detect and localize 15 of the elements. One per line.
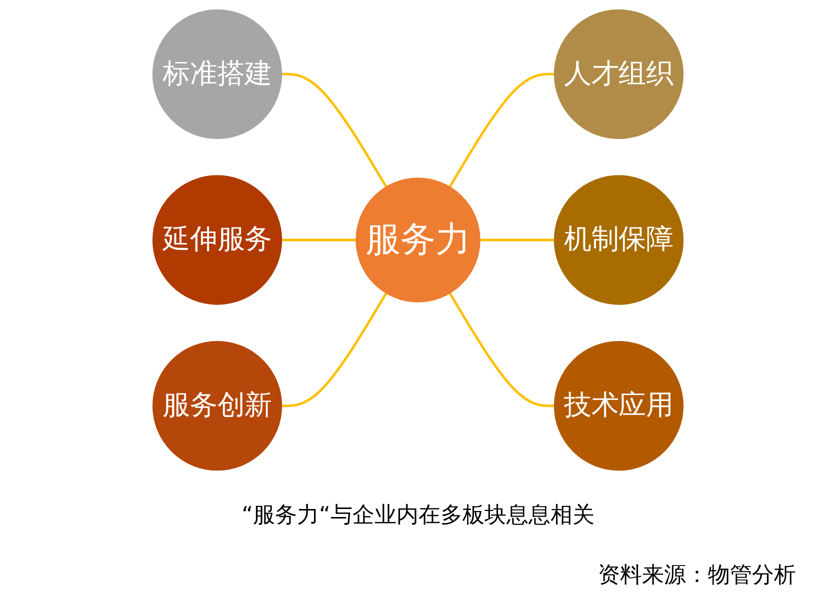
connector (281, 238, 356, 242)
node-circle: 人才组织 (554, 9, 684, 140)
node-circle: 服务创新 (152, 340, 282, 471)
connector (281, 292, 388, 408)
node-circle: 标准搭建 (152, 9, 282, 140)
node-circle: 服务力 (356, 178, 480, 302)
connector (281, 72, 388, 188)
caption: “服务力“与企业内在多板块息息相关 (242, 502, 594, 530)
connector (448, 292, 555, 408)
connector (480, 238, 555, 242)
node-circle: 技术应用 (554, 340, 684, 471)
connector (448, 72, 555, 188)
node-circle: 延伸服务 (152, 175, 282, 305)
source-note: 资料来源：物管分析 (598, 562, 796, 590)
node-circle: 机制保障 (554, 175, 684, 305)
